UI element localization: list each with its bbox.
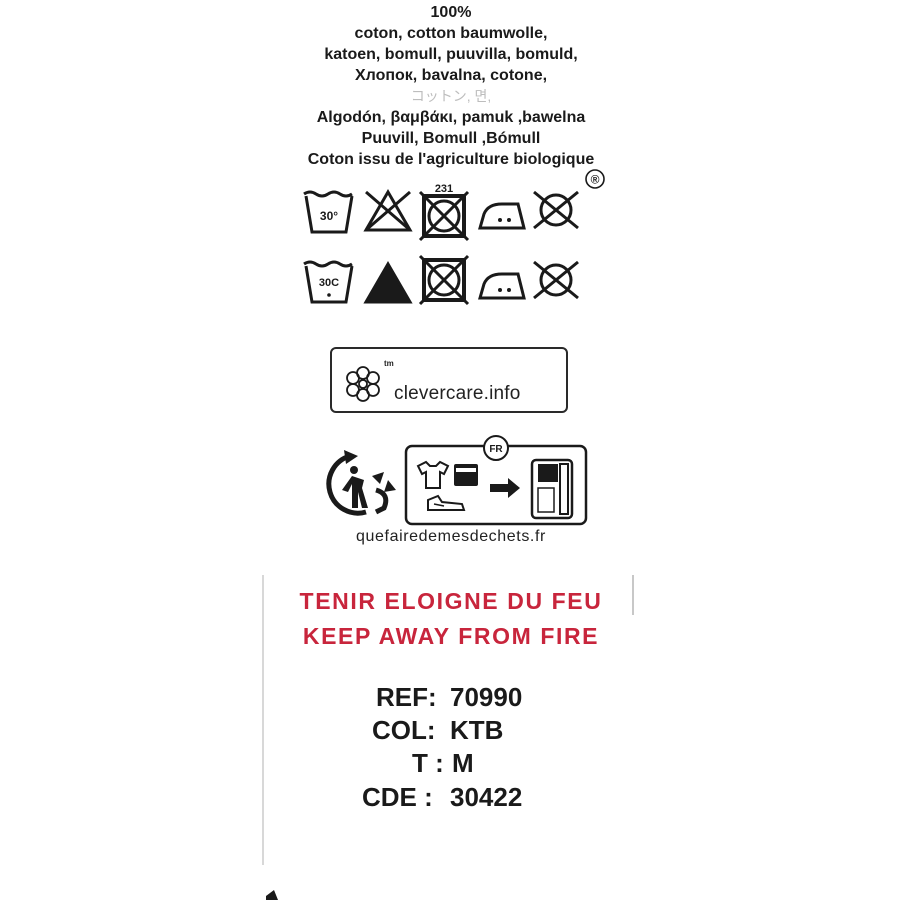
- composition-line: コットン, 면,: [410, 88, 492, 104]
- wash-temp-label: 30C: [319, 277, 339, 289]
- composition-line: katoen, bomull, puuvilla, bomuld,: [324, 46, 578, 63]
- fire-warning-fr: TENIR ELOIGNE DU FEU: [299, 588, 603, 614]
- no-tumble-dry-icon: [418, 254, 470, 306]
- wash-30-icon: 30°: [303, 190, 354, 234]
- composition-line: 100%: [430, 4, 472, 21]
- size-value: M: [452, 748, 474, 778]
- label-corner-mark: [266, 890, 278, 900]
- bleach-filled-icon: [363, 261, 413, 304]
- no-tumble-dry-icon: 231: [418, 183, 470, 242]
- care-symbols-row-2: 30C: [300, 252, 590, 312]
- triman-recycling-icon: [326, 450, 396, 516]
- trademark-label: tm: [384, 359, 394, 368]
- tumble-marker-text: 231: [435, 183, 453, 195]
- label-edge-left: [262, 575, 264, 865]
- cde-label: CDE :: [362, 782, 433, 812]
- ref-value: 70990: [450, 682, 523, 712]
- col-value: KTB: [450, 715, 504, 745]
- clevercare-site: clevercare.info: [394, 383, 521, 404]
- wash-temp-label: 30°: [320, 209, 338, 223]
- no-bleach-icon: [363, 189, 413, 232]
- cde-value: 30422: [450, 782, 523, 812]
- registered-mark-icon: ®: [585, 169, 605, 189]
- ref-label: REF:: [376, 682, 437, 712]
- registered-mark-text: ®: [591, 173, 600, 187]
- clevercare-badge: tm clevercare.info: [330, 347, 568, 413]
- country-badge-text: FR: [489, 444, 503, 455]
- composition-line: Algodón, βαμβάκι, pamuk ,bawelna: [316, 109, 586, 126]
- care-label: [262, 0, 640, 900]
- composition-line: Puuvill, Bomull ,Bómull: [361, 130, 541, 147]
- care-symbols-row-1: 30° 231: [300, 182, 590, 242]
- composition-line: coton, cotton baumwolle,: [354, 25, 548, 42]
- textile-sorting-info-icon: FR: [404, 435, 588, 526]
- recycling-site: quefairedemesdechets.fr: [356, 528, 546, 545]
- iron-low-icon: [478, 202, 526, 230]
- flower-icon: [346, 366, 380, 402]
- label-edge-right: [632, 575, 634, 615]
- composition-line: Хлопок, bavalna, cotone,: [354, 67, 548, 84]
- fire-warning-en: KEEP AWAY FROM FIRE: [302, 623, 600, 649]
- iron-medium-icon: [478, 272, 526, 300]
- fiber-composition: 100% coton, cotton baumwolle, katoen, bo…: [262, 2, 640, 170]
- composition-line: Coton issu de l'agriculture biologique: [307, 151, 595, 168]
- col-label: COL:: [372, 715, 436, 745]
- no-dry-clean-icon: [533, 190, 579, 230]
- no-dry-clean-icon: [533, 260, 579, 300]
- size-label: T :: [412, 748, 444, 778]
- wash-30-icon: 30C: [303, 260, 354, 304]
